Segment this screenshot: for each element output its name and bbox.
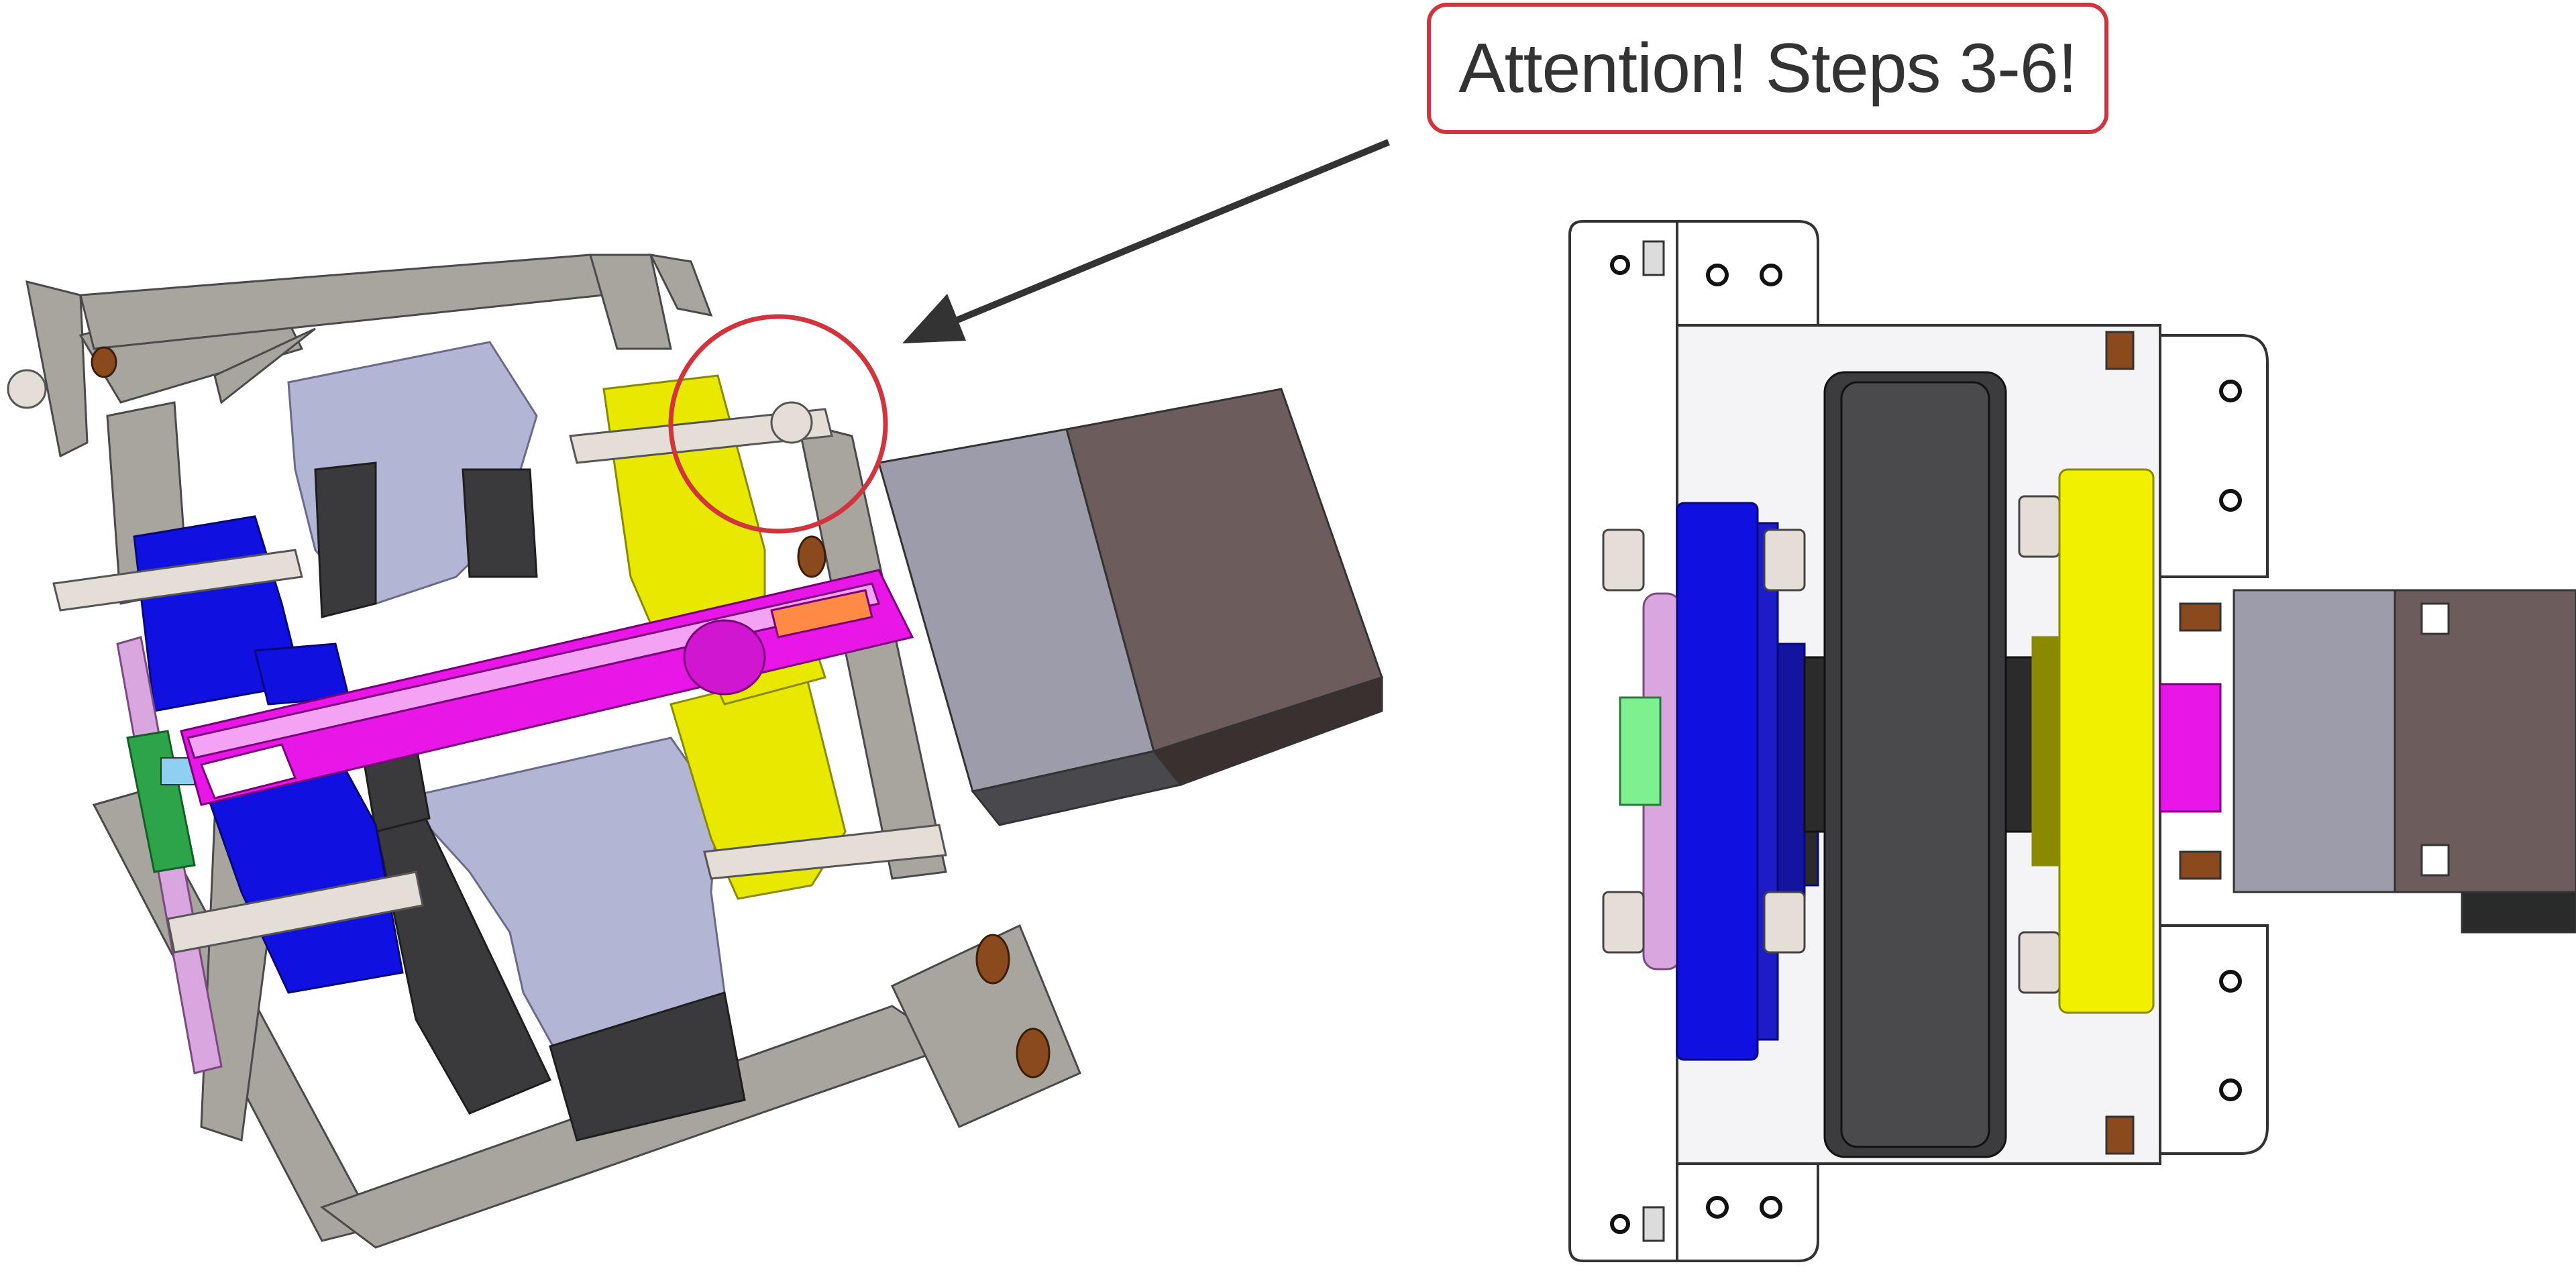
- front-green-board: [1619, 696, 1662, 806]
- callout-box: Attention! Steps 3-6!: [1427, 3, 2108, 134]
- front-motor: [2233, 589, 2576, 934]
- front-view: [1568, 220, 2576, 1262]
- front-nuts: [1642, 240, 2222, 1242]
- isometric-section-view: [7, 254, 1383, 1249]
- front-right-bearing: [2031, 468, 2155, 1014]
- mounting-bolts: [7, 369, 947, 954]
- callout-arrow: [902, 139, 1390, 343]
- drive-shaft: [180, 569, 914, 806]
- callout-text: Attention! Steps 3-6!: [1458, 29, 2077, 107]
- highlight-circle: [668, 314, 888, 534]
- front-shaft: [2159, 683, 2222, 813]
- front-bolts: [1602, 495, 2061, 994]
- drive-motor: [877, 388, 1383, 826]
- copper-nuts: [91, 346, 1051, 1078]
- mounting-holes: [1610, 255, 2242, 1234]
- front-wheel: [1803, 371, 2054, 1158]
- green-encoder-board: [126, 730, 196, 873]
- frame-bracket: [25, 254, 1081, 1249]
- hub-section: [314, 461, 746, 1142]
